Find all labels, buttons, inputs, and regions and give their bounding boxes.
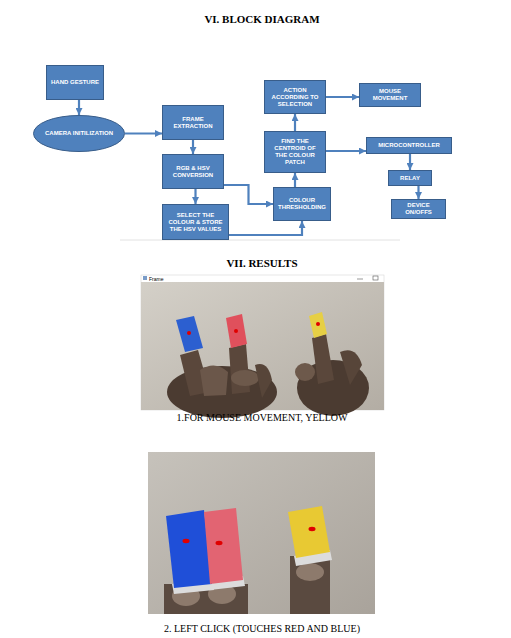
- figure-path: [340, 350, 362, 385]
- ellipse-shape: [34, 116, 125, 152]
- flow-arrow: [78, 100, 80, 115]
- flow-arrow: [294, 173, 296, 187]
- node-text: FRAME EXTRACTION: [166, 116, 220, 130]
- node-text-wrap: FRAME EXTRACTION: [163, 116, 223, 130]
- figure-path: [226, 314, 247, 348]
- window-title: Frame: [149, 276, 163, 283]
- process-box: MOUSE MOVEMENT: [359, 83, 421, 107]
- node-text: COLOUR THRESHOLDING: [277, 197, 327, 211]
- node-text: CAMERA INITILIZATION: [45, 130, 113, 137]
- flow-arrow: [192, 140, 194, 154]
- node-text: MICROCONTROLLER: [378, 142, 440, 149]
- figure-path: [255, 364, 272, 398]
- node-text-wrap: MOUSE MOVEMENT: [360, 88, 420, 102]
- figure-path: [176, 316, 203, 352]
- process-box: DEVICE ON/OFFS: [391, 199, 446, 219]
- figure-circle: [187, 331, 191, 335]
- node-text: HAND GESTURE: [51, 79, 99, 86]
- figure-ellipse: [231, 370, 259, 386]
- flow-arrow: [194, 189, 196, 204]
- figure-path: [309, 312, 327, 338]
- flow-arrow: [294, 114, 296, 131]
- process-box: COLOUR THRESHOLDING: [273, 187, 331, 221]
- node-text: MOUSE MOVEMENT: [363, 88, 417, 102]
- node-text-wrap: HAND GESTURE: [48, 79, 102, 86]
- node-text: FIND THE CENTROID OF THE COLOUR PATCH: [268, 138, 322, 166]
- figure-rect: [373, 276, 378, 280]
- node-text: RELAY: [400, 175, 420, 182]
- figure-caption: 1.FOR MOUSE MOVEMENT, YELLOW: [22, 412, 502, 424]
- node-text-wrap: RELAY: [397, 175, 423, 182]
- figure-ellipse: [309, 527, 316, 531]
- node-text-wrap: ACTION ACCORDING TO SELECTION: [265, 87, 325, 108]
- process-box: HAND GESTURE: [46, 65, 104, 100]
- process-box: ACTION ACCORDING TO SELECTION: [264, 80, 326, 114]
- section-heading: VII. RESULTS: [22, 257, 502, 270]
- section-heading: VI. BLOCK DIAGRAM: [62, 13, 462, 25]
- photo-mouse-movement: [141, 275, 384, 418]
- node-text-wrap: FIND THE CENTROID OF THE COLOUR PATCH: [265, 138, 325, 166]
- figure-path: [288, 506, 330, 558]
- figure-circle: [234, 329, 238, 333]
- node-text-wrap: SELECT THE COLOUR & STORE THE HSV VALUES: [163, 212, 228, 233]
- node-text-wrap: RGB & HSV CONVERSION: [163, 165, 223, 179]
- process-box: RELAY: [388, 170, 432, 186]
- figure-ellipse: [295, 363, 315, 381]
- figure-rect: [143, 276, 147, 280]
- flow-arrow: [326, 150, 366, 152]
- figure-path: [204, 508, 243, 584]
- flow-arrow: [229, 221, 302, 235]
- node-text-wrap: MICROCONTROLLER: [375, 142, 443, 149]
- figure-caption: 2. LEFT CLICK (TOUCHES RED AND BLUE): [22, 623, 502, 635]
- node-text: SELECT THE COLOUR & STORE THE HSV VALUES: [166, 212, 225, 233]
- flow-arrow: [409, 154, 411, 170]
- figure-ellipse: [296, 563, 324, 581]
- process-box: MICROCONTROLLER: [366, 137, 452, 154]
- flow-arrow: [417, 186, 419, 199]
- process-box: RGB & HSV CONVERSION: [162, 154, 224, 189]
- figure-ellipse: [183, 539, 190, 543]
- node-text: RGB & HSV CONVERSION: [166, 165, 220, 179]
- figure-ellipse: [216, 541, 223, 545]
- flow-arrow: [125, 132, 162, 134]
- figure-path: [200, 365, 228, 396]
- node-text-wrap: COLOUR THRESHOLDING: [274, 197, 330, 211]
- figure-circle: [316, 322, 320, 326]
- process-box: SELECT THE COLOUR & STORE THE HSV VALUES: [162, 204, 229, 240]
- flow-arrow: [224, 185, 273, 204]
- node-text-wrap: DEVICE ON/OFFS: [392, 202, 445, 216]
- figure-path: [229, 344, 250, 394]
- figure-rect: [148, 452, 375, 614]
- figure-line: [357, 279, 363, 280]
- node-text-wrap: CAMERA INITILIZATION: [42, 130, 116, 137]
- photo-left-click: [148, 452, 375, 614]
- process-box: FRAME EXTRACTION: [162, 105, 224, 140]
- flow-arrow: [326, 96, 359, 98]
- start-ellipse: CAMERA INITILIZATION: [33, 115, 125, 152]
- node-text: DEVICE ON/OFFS: [395, 202, 442, 216]
- node-text: ACTION ACCORDING TO SELECTION: [268, 87, 322, 108]
- process-box: FIND THE CENTROID OF THE COLOUR PATCH: [264, 131, 326, 173]
- figure-path: [312, 334, 334, 384]
